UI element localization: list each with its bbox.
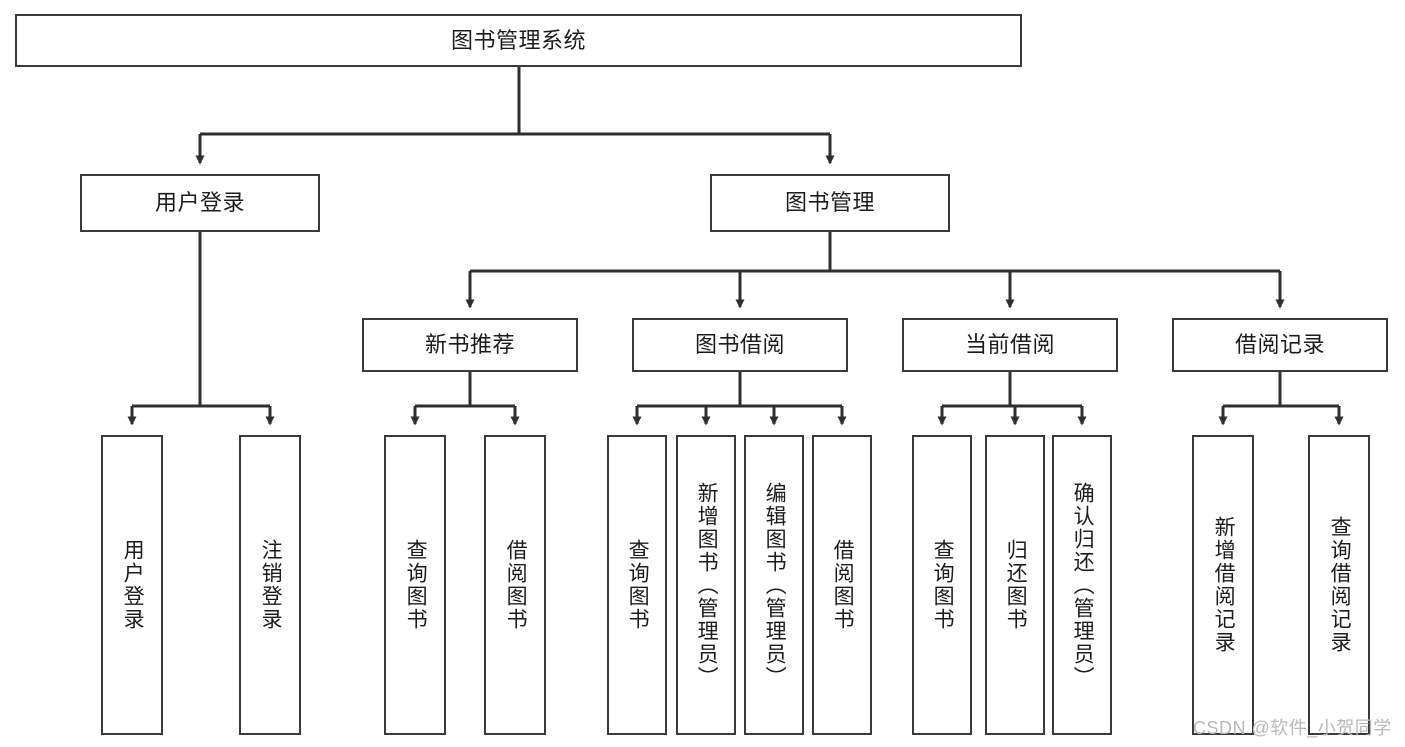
leaf-query-book-borrow[interactable]: 查询图书 [607,435,667,735]
node-label: 编辑图书（管理员） [763,481,787,689]
node-label: 借阅图书 [504,539,528,631]
node-label: 新增借阅记录 [1212,516,1236,654]
node-label: 归还图书 [1004,539,1028,631]
node-label: 图书借阅 [694,332,785,358]
leaf-return-book[interactable]: 归还图书 [985,435,1045,735]
node-label: 确认归还（管理员） [1071,481,1095,689]
node-current-borrow[interactable]: 当前借阅 [902,318,1118,372]
leaf-query-book-rec[interactable]: 查询图书 [384,435,446,735]
node-label: 用户登录 [154,190,245,216]
node-label: 用户登录 [121,539,145,631]
node-label: 查询图书 [404,539,428,631]
leaf-user-login[interactable]: 用户登录 [101,435,163,735]
node-label: 查询图书 [626,539,650,631]
leaf-borrow-book-borrow[interactable]: 借阅图书 [812,435,872,735]
node-book-manage[interactable]: 图书管理 [710,174,950,232]
node-label: 图书管理 [784,190,875,216]
node-label: 图书管理系统 [450,27,586,53]
leaf-edit-book-admin[interactable]: 编辑图书（管理员） [744,435,804,735]
leaf-borrow-book-rec[interactable]: 借阅图书 [484,435,546,735]
leaf-query-borrow-record[interactable]: 查询借阅记录 [1308,435,1370,735]
leaf-confirm-return-admin[interactable]: 确认归还（管理员） [1052,435,1112,735]
node-label: 当前借阅 [964,332,1055,358]
node-label: 借阅图书 [831,539,855,631]
node-label: 新书推荐 [424,332,515,358]
leaf-user-logout[interactable]: 注销登录 [239,435,301,735]
leaf-add-book-admin[interactable]: 新增图书（管理员） [676,435,736,735]
node-label: 注销登录 [259,539,283,631]
node-label: 查询借阅记录 [1328,516,1352,654]
node-label: 查询图书 [931,539,955,631]
node-borrow-record[interactable]: 借阅记录 [1172,318,1388,372]
node-user-login[interactable]: 用户登录 [80,174,320,232]
leaf-query-book-current[interactable]: 查询图书 [912,435,972,735]
leaf-add-borrow-record[interactable]: 新增借阅记录 [1192,435,1254,735]
node-root[interactable]: 图书管理系统 [15,14,1022,67]
node-label: 借阅记录 [1234,332,1325,358]
node-new-book-rec[interactable]: 新书推荐 [362,318,578,372]
node-label: 新增图书（管理员） [695,481,719,689]
node-book-borrow[interactable]: 图书借阅 [632,318,848,372]
